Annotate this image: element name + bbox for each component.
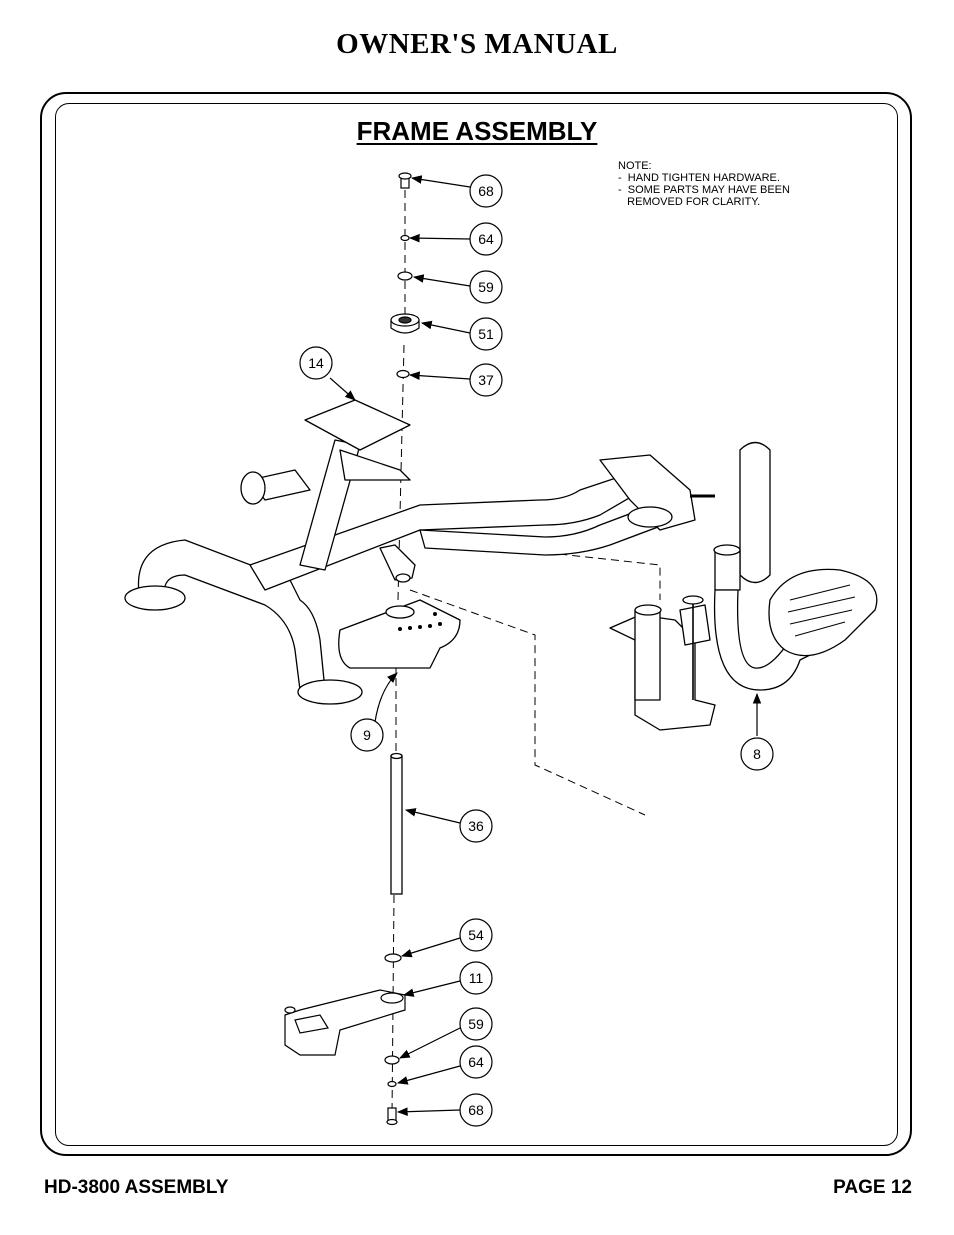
assembly-note: NOTE: - HAND TIGHTEN HARDWARE. - SOME PA… — [618, 160, 790, 208]
callout-8 — [740, 737, 774, 771]
callout-59-bottom — [459, 1007, 493, 1041]
pedal-post — [739, 441, 771, 584]
pedal-assembly-8 — [609, 441, 878, 731]
callout-14 — [299, 346, 333, 380]
leader-lines — [329, 175, 762, 1117]
pivot-plate-9 — [338, 599, 461, 669]
callout-label: 9 — [363, 727, 371, 743]
callout-label: 68 — [478, 183, 494, 199]
outer-frame — [40, 92, 912, 1156]
axle-36 — [390, 752, 403, 895]
front-foot-pad — [297, 679, 363, 705]
top-hardware — [390, 172, 420, 379]
callout-label: 59 — [478, 279, 494, 295]
pedal-sleeve — [634, 609, 661, 701]
callout-label: 59 — [468, 1016, 484, 1032]
callout-11 — [459, 961, 493, 995]
main-frame — [124, 399, 715, 705]
note-heading: NOTE: — [618, 160, 652, 172]
callout-37 — [469, 363, 503, 397]
callout-bubbles — [299, 174, 774, 1127]
adjustment-holes — [398, 612, 442, 631]
callout-label: 68 — [468, 1102, 484, 1118]
manual-title: OWNER'S MANUAL — [336, 28, 618, 60]
callout-label: 64 — [468, 1054, 484, 1070]
seat-gusset — [339, 449, 411, 481]
callout-68-top — [469, 174, 503, 208]
callout-59-top — [469, 270, 503, 304]
left-foot-pad — [124, 585, 186, 611]
seat-plate — [304, 399, 411, 451]
lock-washer-64-bottom — [387, 1080, 397, 1088]
rear-pad — [627, 506, 673, 528]
callout-36 — [459, 809, 493, 843]
lock-washer-64-top — [400, 234, 410, 242]
footer-model: HD-3800 ASSEMBLY — [44, 1177, 229, 1198]
washer-59-top — [397, 271, 413, 281]
footer-page-number: PAGE 12 — [833, 1177, 912, 1198]
note-line-2: - SOME PARTS MAY HAVE BEEN — [618, 184, 790, 196]
washer-59-bottom — [384, 1055, 400, 1065]
note-line-3: REMOVED FOR CLARITY. — [618, 196, 761, 208]
callout-label: 51 — [478, 326, 494, 342]
note-line-1: - HAND TIGHTEN HARDWARE. — [618, 172, 780, 184]
callout-68-bottom — [459, 1093, 493, 1127]
crank-arm-11 — [284, 989, 406, 1056]
callout-64-bottom — [459, 1045, 493, 1079]
callout-label: 8 — [753, 746, 761, 762]
callout-label: 37 — [478, 372, 494, 388]
foot-plate-grips — [787, 584, 856, 637]
callout-54 — [459, 918, 493, 952]
rear-bracket — [599, 454, 696, 531]
washer-54 — [384, 953, 402, 963]
callout-label: 14 — [308, 355, 324, 371]
callout-51 — [469, 317, 503, 351]
pedal-collar — [714, 549, 741, 591]
foot-plate — [768, 568, 878, 657]
pivot-block — [379, 544, 416, 581]
callout-labels: 68 64 59 51 37 14 9 8 36 54 11 59 64 68 — [308, 183, 761, 1118]
callout-label: 64 — [478, 231, 494, 247]
callout-64-top — [469, 222, 503, 256]
inner-frame — [55, 103, 898, 1146]
locking-block — [679, 604, 711, 646]
callout-label: 36 — [468, 818, 484, 834]
lower-beam — [419, 494, 691, 556]
bolt-head-68-top — [398, 172, 412, 180]
section-title: FRAME ASSEMBLY — [356, 116, 598, 146]
callout-9 — [350, 718, 384, 752]
callout-label: 11 — [469, 970, 484, 986]
nut-37 — [396, 369, 410, 379]
callout-label: 54 — [468, 927, 484, 943]
bottom-hardware — [284, 953, 406, 1126]
